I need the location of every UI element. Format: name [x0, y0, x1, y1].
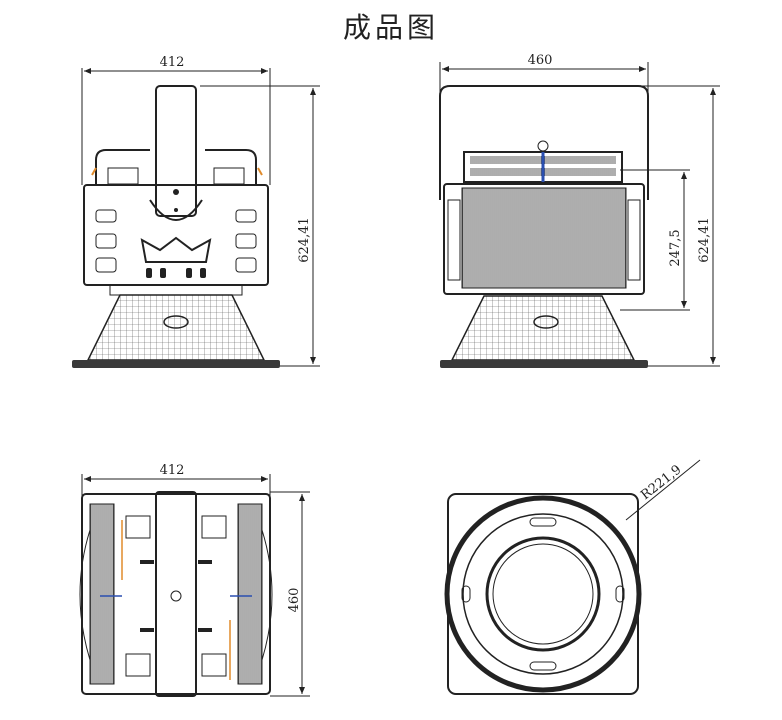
bottom-depth-label: 460: [287, 588, 302, 613]
top-view: R221,9: [444, 459, 701, 695]
side-view: 460 624,41 247,5: [439, 53, 720, 368]
module-height-label: 247,5: [668, 229, 683, 266]
front-height-label: 624,41: [297, 217, 312, 263]
radius-label: R221,9: [638, 462, 684, 503]
side-width-label: 460: [528, 53, 553, 68]
bottom-width-label: 412: [160, 463, 185, 478]
side-height-label: 624,41: [697, 217, 712, 263]
front-view: 412 624,41: [72, 55, 320, 368]
driver-slots: [470, 152, 616, 182]
front-width-label: 412: [160, 55, 185, 70]
bottom-view: 412 460: [79, 463, 310, 697]
drawing-title: 成品图: [342, 11, 439, 44]
